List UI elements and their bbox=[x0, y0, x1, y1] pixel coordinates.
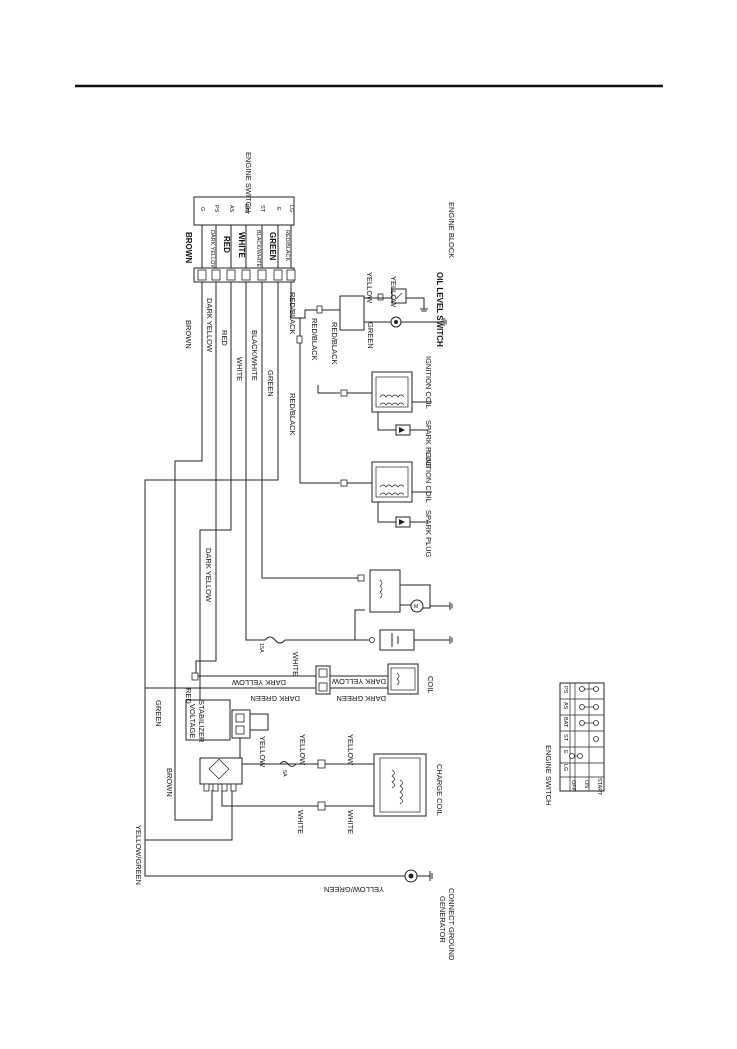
svg-text:5A: 5A bbox=[281, 770, 287, 777]
fuse-15a bbox=[264, 636, 286, 644]
ignition-branch-wires bbox=[291, 309, 340, 484]
svg-text:WHITE: WHITE bbox=[296, 810, 305, 834]
svg-text:OFF: OFF bbox=[570, 780, 576, 792]
switch-terminal-labels: G PS AS BAT ST E LG bbox=[199, 204, 294, 215]
svg-text:BLACK/WHITE: BLACK/WHITE bbox=[250, 330, 259, 381]
terminal-label: ST bbox=[259, 205, 265, 213]
fuse-5a bbox=[279, 761, 297, 767]
svg-text:RED/BLACK: RED/BLACK bbox=[330, 322, 339, 365]
svg-text:YELLOW: YELLOW bbox=[258, 736, 267, 768]
main-wire-runs bbox=[144, 282, 405, 877]
start-relay bbox=[369, 569, 401, 613]
main-wire-labels: BROWN DARK YELLOW RED WHITE BLACK/WHITE … bbox=[184, 292, 339, 436]
svg-text:RED: RED bbox=[220, 330, 229, 346]
svg-text:DARK YELLOW: DARK YELLOW bbox=[209, 230, 215, 270]
svg-text:WHITE: WHITE bbox=[237, 232, 246, 258]
svg-text:DARK GREEN: DARK GREEN bbox=[250, 694, 300, 703]
ignition-coil-1 bbox=[371, 371, 413, 413]
terminal-label: LG bbox=[288, 205, 294, 212]
svg-text:YELLOW: YELLOW bbox=[389, 276, 398, 308]
rectifier-bridge bbox=[199, 757, 243, 785]
terminal-label: G bbox=[199, 207, 205, 211]
svg-text:BROWN: BROWN bbox=[184, 232, 193, 263]
ignition-coil-2-label: IGNITION COIL bbox=[424, 450, 433, 503]
charge-coil-label: CHARGE COIL bbox=[435, 764, 444, 816]
svg-text:DARK YELLOW: DARK YELLOW bbox=[231, 678, 286, 687]
svg-text:ENGINE SWITCH: ENGINE SWITCH bbox=[544, 745, 553, 805]
svg-text:ON: ON bbox=[583, 780, 589, 788]
svg-text:RED/BLACK: RED/BLACK bbox=[310, 318, 319, 361]
svg-text:YELLOW: YELLOW bbox=[365, 272, 374, 304]
spark-plug-2-label: SPARK PLUG bbox=[424, 510, 433, 558]
oil-labels: YELLOW YELLOW GREEN OIL LEVEL SWITCH bbox=[365, 272, 444, 349]
svg-text:DARK GREEN: DARK GREEN bbox=[336, 694, 386, 703]
terminal-label: AS bbox=[228, 205, 234, 213]
svg-text:E: E bbox=[562, 750, 568, 754]
ground-label-1: GENERATOR bbox=[438, 896, 447, 943]
svg-text:WHITE: WHITE bbox=[346, 810, 355, 834]
oil-switch-ground bbox=[406, 297, 425, 303]
terminal-label: BAT bbox=[243, 204, 249, 215]
svg-text:DARK YELLOW: DARK YELLOW bbox=[331, 677, 386, 686]
svg-text:DARK YELLOW: DARK YELLOW bbox=[205, 298, 214, 353]
svg-text:AS: AS bbox=[562, 702, 568, 710]
ignition-coil-2 bbox=[371, 461, 413, 503]
svg-text:START: START bbox=[596, 778, 602, 796]
switch-to-connector-wires bbox=[201, 225, 292, 268]
inline-connectors bbox=[296, 293, 384, 487]
svg-text:WHITE: WHITE bbox=[235, 357, 244, 381]
svg-text:WHITE: WHITE bbox=[291, 652, 300, 676]
svg-text:YELLOW: YELLOW bbox=[298, 734, 307, 766]
coil bbox=[387, 663, 419, 695]
svg-text:GREEN: GREEN bbox=[154, 700, 163, 727]
engine-block-label: ENGINE BLOCK bbox=[447, 202, 456, 258]
terminal-label: PS bbox=[213, 205, 219, 213]
svg-text:YELLOW/GREEN: YELLOW/GREEN bbox=[324, 885, 384, 894]
svg-text:DARK YELLOW: DARK YELLOW bbox=[204, 548, 213, 603]
svg-text:YELLOW/GREEN: YELLOW/GREEN bbox=[134, 825, 143, 885]
svg-text:BAT: BAT bbox=[562, 717, 568, 728]
starter-motor-label: M bbox=[414, 604, 418, 610]
ignition-coil-1-label: IGNITION COIL bbox=[424, 356, 433, 409]
connector-wire-labels: BROWN DARK YELLOW RED WHITE BLACK/WHITE … bbox=[184, 230, 290, 270]
connector-pins bbox=[197, 269, 296, 281]
svg-text:BLACK/WHITE: BLACK/WHITE bbox=[255, 230, 261, 268]
svg-text:15A: 15A bbox=[258, 643, 264, 653]
charge-coil bbox=[373, 753, 427, 817]
svg-text:OIL LEVEL SWITCH: OIL LEVEL SWITCH bbox=[435, 272, 444, 347]
oil-level-module bbox=[339, 295, 365, 331]
spark-plug-1-label: SPARK PLUG bbox=[424, 420, 433, 468]
svg-text:RED: RED bbox=[184, 688, 193, 704]
svg-text:RED: RED bbox=[222, 236, 231, 253]
ground-label-2: CONNECT GROUND bbox=[447, 888, 456, 961]
svg-text:GREEN: GREEN bbox=[268, 232, 277, 261]
svg-text:YELLOW: YELLOW bbox=[346, 734, 355, 766]
svg-text:PS: PS bbox=[562, 686, 568, 694]
svg-text:RED/BLACK: RED/BLACK bbox=[288, 292, 297, 335]
engine-switch-block bbox=[193, 196, 295, 226]
ground-symbols bbox=[420, 303, 447, 326]
battery bbox=[379, 629, 415, 651]
starter-motor bbox=[410, 599, 424, 613]
svg-text:RED/BLACK: RED/BLACK bbox=[288, 393, 297, 436]
svg-text:BROWN: BROWN bbox=[184, 320, 193, 349]
svg-text:RED/BLACK: RED/BLACK bbox=[284, 230, 290, 262]
engine-switch-table: ENGINE SWITCH LG E ST BAT AS PS OFF ON S… bbox=[544, 682, 605, 805]
svg-text:ST: ST bbox=[562, 734, 568, 742]
engine-switch-title: ENGINE SWITCH bbox=[244, 152, 253, 212]
coil-label: COIL bbox=[426, 676, 435, 694]
svg-text:VOLTAGE: VOLTAGE bbox=[188, 704, 197, 738]
terminal-label: E bbox=[275, 207, 281, 211]
svg-text:STABILIZER: STABILIZER bbox=[197, 700, 206, 743]
svg-text:GREEN: GREEN bbox=[266, 370, 275, 397]
svg-text:BROWN: BROWN bbox=[165, 768, 174, 797]
svg-text:LG: LG bbox=[562, 764, 568, 771]
svg-text:GREEN: GREEN bbox=[366, 322, 375, 349]
voltage-stabilizer bbox=[185, 699, 231, 741]
